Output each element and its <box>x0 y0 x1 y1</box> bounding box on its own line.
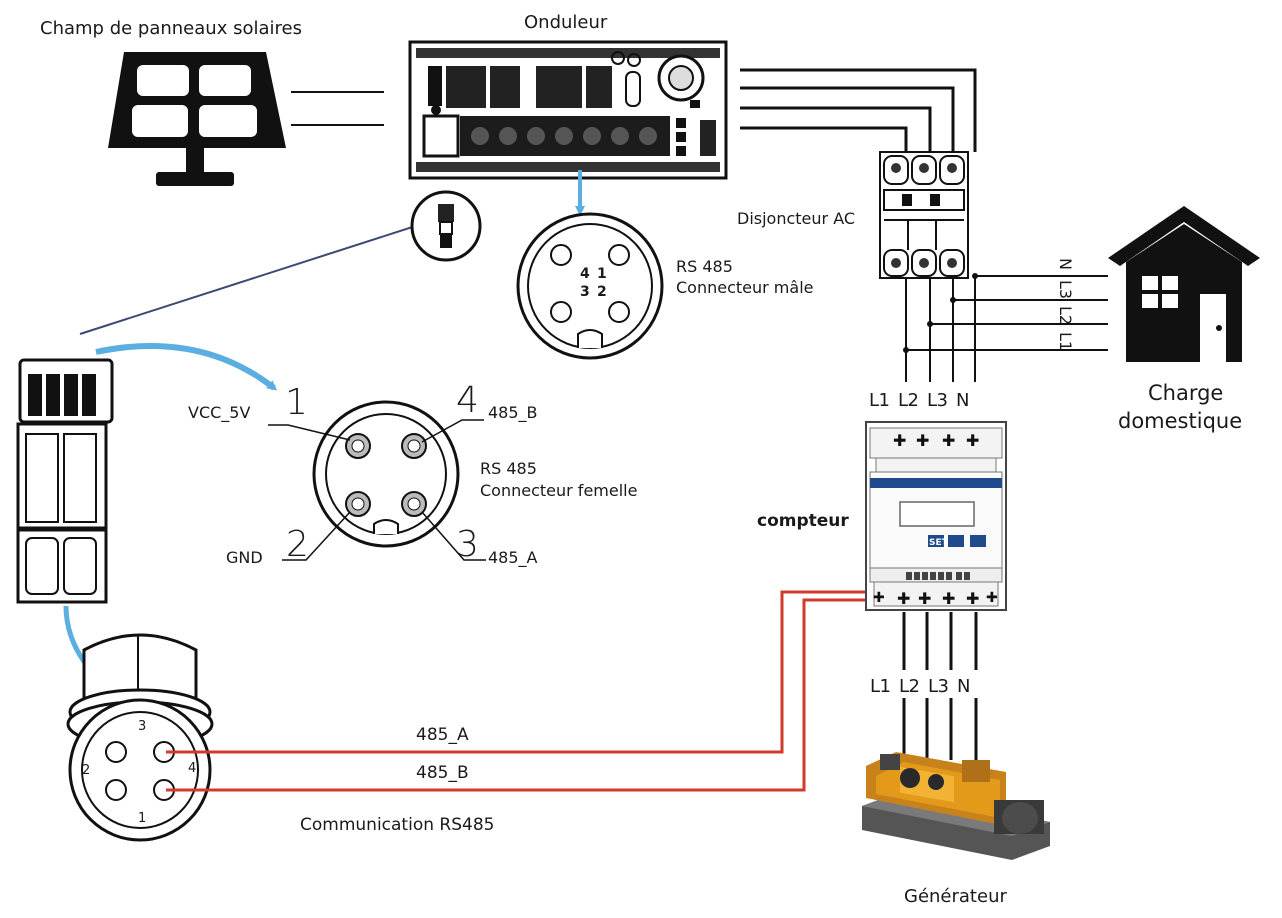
wire-485b-label: 485_B <box>416 763 469 783</box>
rs485-wires <box>166 584 977 792</box>
inverter-icon <box>408 40 728 180</box>
communication-label: Communication RS485 <box>300 815 494 835</box>
svg-text:✚: ✚ <box>916 431 929 450</box>
meter-terminal-screws: ✚ ✚ ✚ ✚ ✚ ✚ ✚ ✚ ✚ ✚ <box>873 431 998 608</box>
svg-text:✚: ✚ <box>918 589 931 608</box>
solar-panel-icon <box>108 52 286 186</box>
svg-text:✚: ✚ <box>966 431 979 450</box>
generator-label: Générateur <box>904 886 1007 907</box>
meter-bottom-l2: L2 <box>899 676 919 697</box>
svg-text:✚: ✚ <box>897 589 910 608</box>
meter-top-l1: L1 <box>869 390 889 411</box>
inverter-label: Onduleur <box>524 12 608 33</box>
curved-arrow-icon <box>95 342 278 391</box>
485a-pin-label: 485_A <box>488 548 538 568</box>
female-pin-num-3: 3 <box>456 524 479 565</box>
energy-meter-icon <box>865 421 1007 611</box>
female-pin-num-1: 1 <box>285 382 308 423</box>
plug-pin-3: 3 <box>138 719 146 734</box>
male-pin-2: 2 <box>597 284 607 300</box>
vcc-pin-label: VCC_5V <box>188 403 250 423</box>
ac-output-wires <box>740 68 977 152</box>
ac-breaker-label: Disjoncteur AC <box>737 209 855 228</box>
svg-text:✚: ✚ <box>942 431 955 450</box>
rs485-cable-connector-icon <box>16 358 114 604</box>
meter-bottom-l1: L1 <box>870 676 890 697</box>
house-line-l3: L3 <box>1056 280 1075 299</box>
meter-set-button: SET <box>929 538 949 548</box>
plug-pin-4: 4 <box>188 761 196 776</box>
household-load-label-2: domestique <box>1118 409 1242 433</box>
svg-text:✚: ✚ <box>966 589 979 608</box>
male-pin-1: 1 <box>597 266 607 282</box>
female-pin-num-2: 2 <box>286 524 309 565</box>
svg-text:✚: ✚ <box>873 590 885 606</box>
plug-pin-2: 2 <box>82 763 90 778</box>
rs485-female-label-1: RS 485 <box>480 459 537 478</box>
rs485-male-connector-icon <box>516 212 664 360</box>
svg-text:✚: ✚ <box>986 590 998 606</box>
meter-comm-terminals <box>906 572 970 580</box>
house-line-n: N <box>1056 258 1075 270</box>
distribution-wires <box>905 275 1108 382</box>
ac-breaker-icon <box>879 151 969 279</box>
svg-text:✚: ✚ <box>893 431 906 450</box>
rs485-female-label-2: Connecteur femelle <box>480 481 637 500</box>
household-load-label-1: Charge <box>1148 381 1223 405</box>
connector-detail-icon <box>410 190 482 262</box>
485b-pin-label: 485_B <box>488 403 538 423</box>
meter-bottom-l3: L3 <box>928 676 949 697</box>
svg-text:✚: ✚ <box>942 589 955 608</box>
rs485-male-label-2: Connecteur mâle <box>676 278 813 297</box>
meter-label: compteur <box>757 511 849 531</box>
male-pin-4: 4 <box>580 266 590 282</box>
meter-top-n: N <box>956 390 969 411</box>
generator-icon <box>862 752 1050 860</box>
house-line-l1: L1 <box>1056 332 1075 351</box>
female-pin-num-4: 4 <box>456 380 479 421</box>
wire-485a-label: 485_A <box>416 725 469 745</box>
meter-top-l3: L3 <box>927 390 948 411</box>
house-icon <box>1108 206 1260 362</box>
meter-bottom-n: N <box>957 676 970 697</box>
gnd-pin-label: GND <box>226 548 263 567</box>
rs485-female-connector-icon <box>312 400 460 548</box>
meter-top-l2: L2 <box>898 390 918 411</box>
house-line-l2: L2 <box>1056 306 1075 325</box>
plug-pin-1: 1 <box>138 811 146 826</box>
male-pin-3: 3 <box>580 284 590 300</box>
solar-field-label: Champ de panneaux solaires <box>40 18 302 39</box>
rs485-plug-icon <box>66 633 214 842</box>
rs485-male-label-1: RS 485 <box>676 257 733 276</box>
